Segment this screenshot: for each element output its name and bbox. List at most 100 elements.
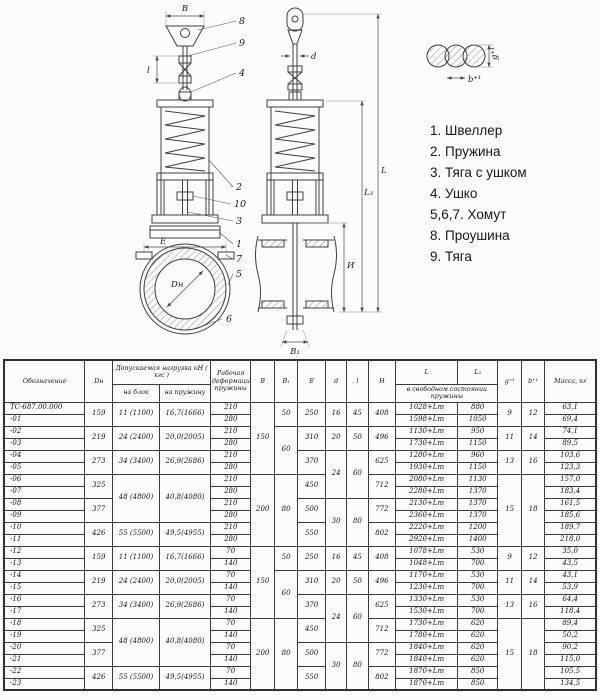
spec-cell: 1200 bbox=[456, 521, 499, 535]
spec-cell: 18 bbox=[520, 473, 546, 547]
spec-cell: 325 bbox=[84, 473, 114, 499]
legend-item-3: 3. Тяга с ушком bbox=[430, 165, 527, 180]
spec-cell: 712 bbox=[367, 473, 397, 499]
spec-cell: 159 bbox=[84, 401, 114, 427]
spec-cell: 157,0 bbox=[544, 473, 597, 487]
clamp-shape bbox=[139, 243, 231, 335]
callout-6: 6 bbox=[226, 314, 232, 325]
callout-4: 4 bbox=[238, 68, 245, 79]
spec-cell: 1370 bbox=[456, 485, 499, 499]
spec-cell: 219 bbox=[84, 569, 114, 595]
spec-cell: 40,8(4080) bbox=[158, 473, 212, 523]
spec-cell: 26,9(2686) bbox=[158, 593, 212, 619]
spec-cell: 1150 bbox=[456, 461, 499, 475]
spec-cell: 16 bbox=[520, 593, 546, 619]
spec-header-cell: L₃ bbox=[456, 359, 499, 385]
spec-cell: 70 bbox=[210, 545, 252, 559]
dim-H-label: И bbox=[346, 261, 355, 271]
spec-cell: 1870+Lт bbox=[395, 665, 458, 679]
spec-cell: 48 (4800) bbox=[112, 617, 160, 667]
spec-cell: -07 bbox=[3, 485, 86, 499]
spec-cell: 80 bbox=[346, 497, 369, 547]
spec-cell: 280 bbox=[210, 485, 252, 499]
dim-b-label: b⁺¹ bbox=[468, 75, 481, 85]
spec-cell: 450 bbox=[297, 617, 326, 643]
spec-cell: 219 bbox=[84, 425, 114, 451]
spec-cell: -02 bbox=[3, 425, 86, 439]
spec-cell: 1870+Lт bbox=[395, 677, 458, 691]
spec-cell: 273 bbox=[84, 593, 114, 619]
spec-cell: 2220+Lт bbox=[395, 521, 458, 535]
spec-cell: 89,4 bbox=[544, 617, 597, 631]
spec-cell: 210 bbox=[210, 401, 252, 415]
spec-cell: 620 bbox=[456, 653, 499, 667]
spec-cell: -08 bbox=[3, 497, 86, 511]
spec-cell: 161,5 bbox=[544, 497, 597, 511]
spec-cell: 712 bbox=[367, 617, 397, 643]
dim-E-label: E bbox=[159, 237, 167, 247]
spec-cell: 496 bbox=[367, 425, 397, 451]
spec-cell: 189,7 bbox=[544, 521, 597, 535]
spec-cell: 43,1 bbox=[544, 569, 597, 583]
spec-cell: 210 bbox=[210, 521, 252, 535]
spec-cell: 50 bbox=[346, 425, 369, 451]
spec-cell: 159 bbox=[84, 545, 114, 571]
spec-cell: 15 bbox=[497, 473, 522, 547]
spec-cell: -20 bbox=[3, 641, 86, 655]
callout-3: 3 bbox=[236, 216, 242, 227]
spec-cell: -10 bbox=[3, 521, 86, 535]
spec-cell: 1170+Lт bbox=[395, 569, 458, 583]
spec-cell: 370 bbox=[297, 449, 326, 475]
spec-cell: 620 bbox=[456, 617, 499, 631]
spec-cell: 15 bbox=[497, 617, 522, 691]
spec-cell: 16 bbox=[324, 545, 348, 571]
spec-header-cell: на блок bbox=[112, 383, 160, 403]
spec-cell: 20,0(2005) bbox=[158, 569, 212, 595]
spec-cell: 1130 bbox=[456, 473, 499, 487]
middle-assembly-view: d B₁ bbox=[255, 7, 387, 357]
spec-cell: 48 (4800) bbox=[112, 473, 160, 523]
spec-cell: 30 bbox=[324, 497, 348, 547]
spec-cell: 620 bbox=[456, 629, 499, 643]
spec-cell: -16 bbox=[3, 593, 86, 607]
spec-cell: 772 bbox=[367, 641, 397, 667]
spec-cell: 69,4 bbox=[544, 413, 597, 427]
spec-cell: 150 bbox=[250, 401, 275, 475]
spec-header-cell: l bbox=[346, 359, 369, 403]
legend-item-6: 8. Проушина bbox=[430, 228, 510, 243]
callout-1: 1 bbox=[236, 239, 242, 250]
spec-cell: 74,1 bbox=[544, 425, 597, 439]
spec-cell: 60 bbox=[273, 569, 299, 619]
spec-cell: 13 bbox=[497, 449, 522, 475]
spec-cell: 772 bbox=[367, 497, 397, 523]
spec-cell: 20 bbox=[324, 425, 348, 451]
spec-cell: 103,6 bbox=[544, 449, 597, 463]
spec-cell: 9 bbox=[497, 545, 522, 571]
spec-cell: 55 (5500) bbox=[112, 521, 160, 547]
spec-cell: 273 bbox=[84, 449, 114, 475]
spec-cell: 850 bbox=[456, 677, 499, 691]
spec-cell: 1840+Lт bbox=[395, 653, 458, 667]
dim-L-label: L bbox=[380, 166, 387, 176]
spec-cell: -04 bbox=[3, 449, 86, 463]
spec-cell: 2080+Lт bbox=[395, 473, 458, 487]
spec-cell: 140 bbox=[210, 557, 252, 571]
dim-B-label: B bbox=[181, 4, 188, 14]
spec-cell: 49,5(4955) bbox=[158, 521, 212, 547]
spec-header-cell: g⁺¹ bbox=[497, 359, 522, 403]
spec-cell: 2920+Lт bbox=[395, 533, 458, 547]
spec-cell: -18 bbox=[3, 617, 86, 631]
spec-header-cell: L bbox=[395, 359, 458, 385]
spec-cell: 250 bbox=[297, 545, 326, 571]
spec-cell: 802 bbox=[367, 665, 397, 691]
spec-cell: 530 bbox=[456, 545, 499, 559]
spec-cell: 1130+Lт bbox=[395, 425, 458, 439]
